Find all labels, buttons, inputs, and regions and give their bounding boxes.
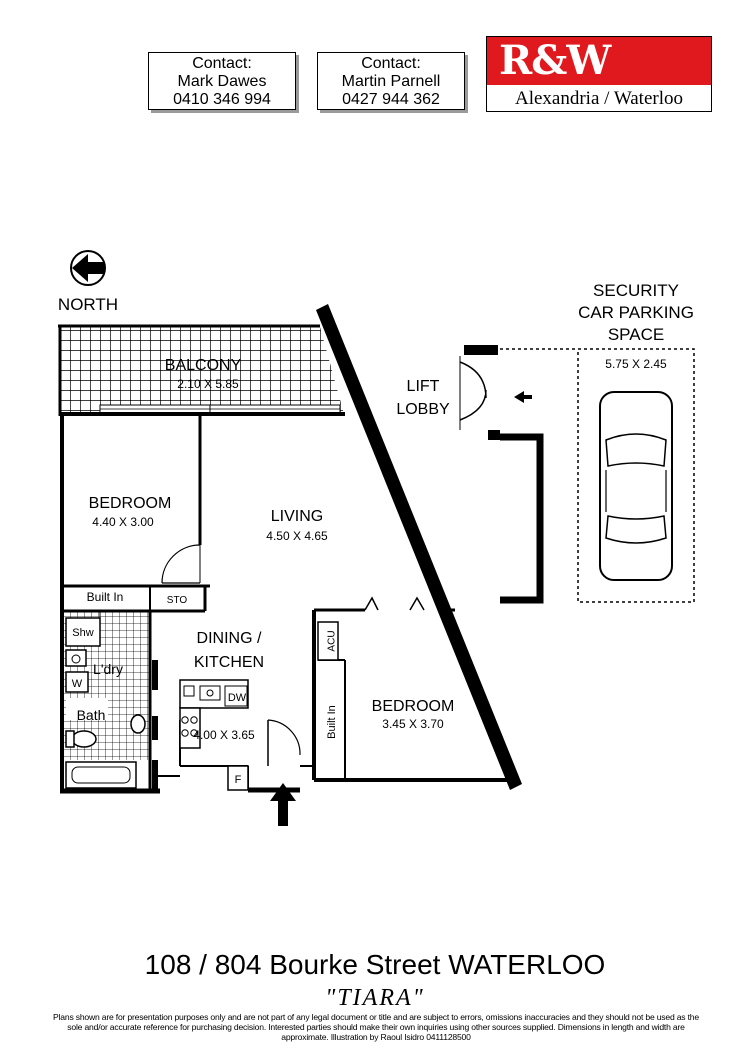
fridge-label: F: [235, 774, 242, 786]
balcony: BALCONY 2.10 X 5.85: [58, 324, 344, 416]
interior-walls: [62, 414, 455, 790]
north-arrow-icon: [72, 254, 104, 282]
lift-label: LIFT: [407, 378, 440, 395]
outer-walls: [60, 412, 515, 794]
contact-phone: 0427 944 362: [342, 91, 440, 108]
diagonal-wall: [316, 304, 522, 790]
contact-heading: Contact:: [192, 55, 252, 72]
parking-space: [577, 348, 695, 603]
contact-name: Martin Parnell: [341, 73, 441, 90]
car-icon: [599, 391, 673, 581]
bedroom1-dims: 4.40 X 3.00: [92, 515, 154, 529]
contact-phone: 0410 346 994: [173, 91, 271, 108]
sto-label: STO: [167, 595, 188, 606]
property-address: 108 / 804 Bourke Street WATERLOO: [144, 949, 606, 980]
living-name: LIVING: [271, 508, 323, 525]
contact-box-2: Contact: Martin Parnell 0427 944 362: [317, 52, 465, 110]
parking-dims: 5.75 X 2.45: [605, 357, 667, 371]
kitchen-dims: 4.00 X 3.65: [193, 728, 255, 742]
bedroom2-dims: 3.45 X 3.70: [382, 717, 444, 731]
laundry-label: L'dry: [93, 661, 123, 677]
lobby-arrow-icon: [514, 391, 532, 403]
north-label: NORTH: [58, 295, 118, 314]
agency-logo: R&W Alexandria / Waterloo: [486, 36, 712, 112]
balcony-name: BALCONY: [165, 357, 242, 374]
kitchen-benches: [179, 679, 249, 791]
bedroom2-name: BEDROOM: [372, 698, 455, 715]
contact-box-1: Contact: Mark Dawes 0410 346 994: [148, 52, 296, 110]
contact-heading: Contact:: [361, 55, 421, 72]
floor-plan: NORTH BALCONY 2.10 X 5.85: [58, 250, 695, 826]
building-name: "TIARA": [325, 985, 425, 1011]
dining-label: DINING /: [197, 630, 262, 647]
living-dims: 4.50 X 4.65: [266, 529, 328, 543]
parking-label-1: SECURITY: [593, 281, 679, 300]
parking-label-3: SPACE: [608, 325, 664, 344]
entry-arrow-icon: [270, 783, 296, 826]
compass: NORTH: [58, 250, 118, 314]
bath-label: Bath: [77, 707, 106, 723]
wet-area: [63, 612, 158, 789]
lift-lobby: [459, 345, 578, 604]
balcony-dims: 2.10 X 5.85: [177, 377, 239, 391]
parking-label-2: CAR PARKING: [578, 303, 694, 322]
washer-label: W: [72, 678, 83, 690]
built-in-label-2: Built In: [326, 705, 338, 739]
contact-name: Mark Dawes: [177, 73, 267, 90]
agency-brand: R&W: [487, 37, 711, 85]
acu-unit: [317, 621, 339, 661]
built-in-label: Built In: [87, 590, 124, 604]
lobby-label: LOBBY: [396, 401, 450, 418]
agency-office: Alexandria / Waterloo: [514, 88, 683, 109]
kitchen-label: KITCHEN: [194, 654, 264, 671]
dishwasher-label: DW: [228, 692, 247, 704]
shower-label: Shw: [72, 627, 93, 639]
bedroom1-name: BEDROOM: [89, 495, 172, 512]
acu-label: ACU: [327, 630, 338, 651]
disclaimer: Plans shown are for presentation purpose…: [53, 1012, 699, 1042]
